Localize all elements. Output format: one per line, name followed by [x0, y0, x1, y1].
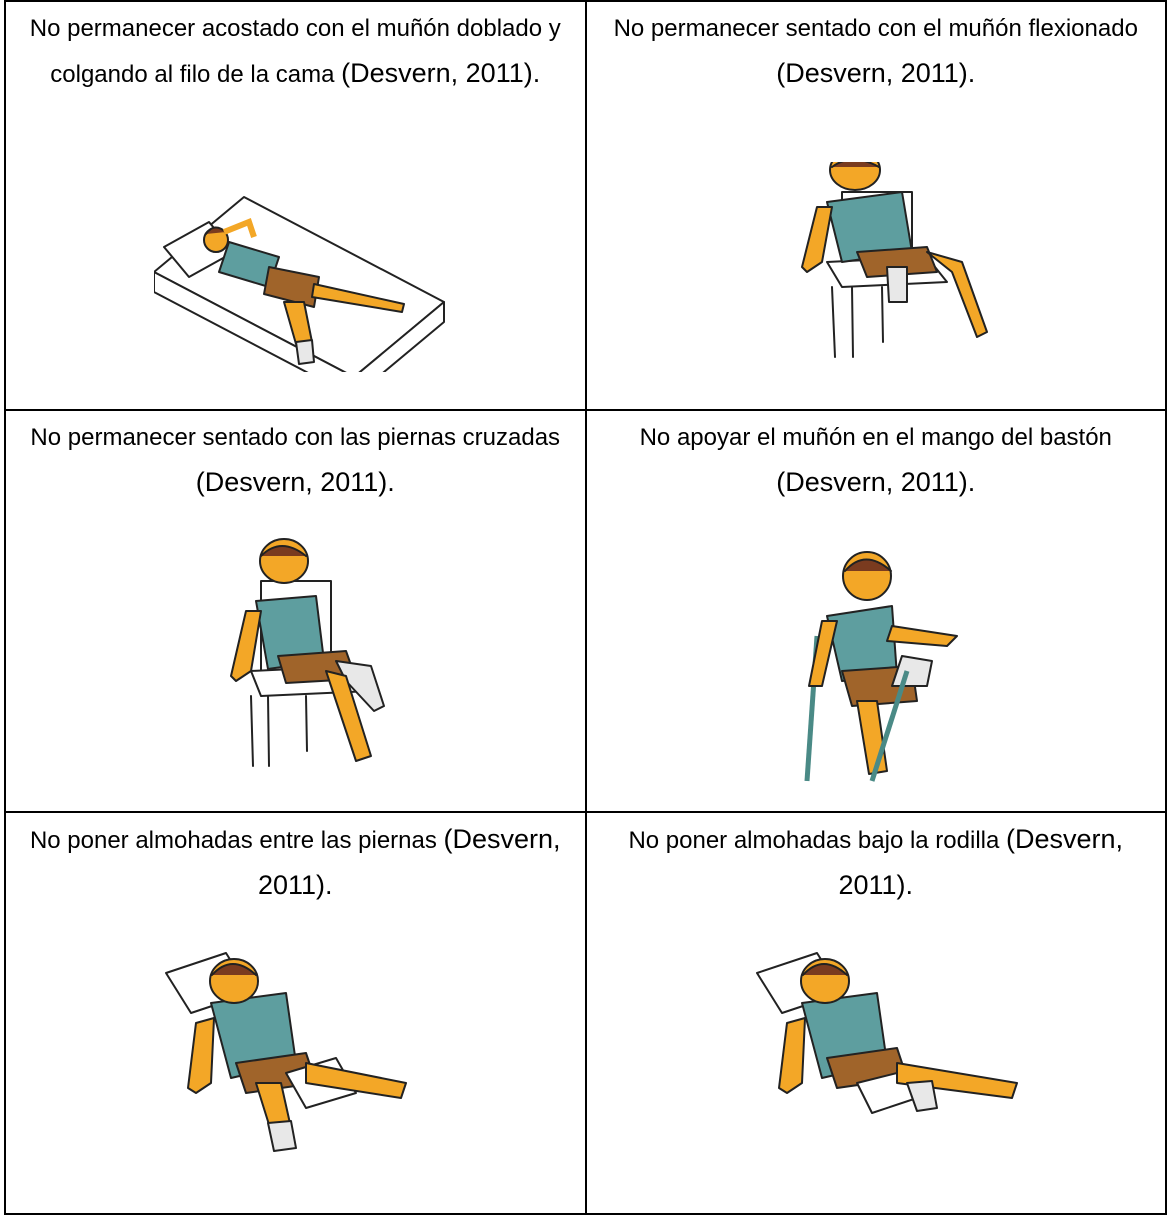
citation: (Desvern, 2011).: [776, 467, 976, 497]
caption-text: No poner almohadas bajo la rodilla: [628, 827, 1000, 854]
caption-text: No permanecer sentado con el muñón flexi…: [613, 15, 1138, 42]
recommendations-table: No permanecer acostado con el muñón dobl…: [4, 0, 1167, 1215]
citation: (Desvern, 2011).: [776, 58, 976, 88]
caption-text: No poner almohadas entre las piernas: [29, 827, 437, 854]
illustration-lying-on-bed: [6, 2, 585, 409]
cell-stump-on-crutch: No apoyar el muñón en el mango del bastó…: [584, 409, 1167, 813]
caption-text: No permanecer sentado con las piernas cr…: [30, 424, 561, 451]
illustration-pillow-under-knee: [587, 813, 1166, 1213]
citation: (Desvern, 2011).: [257, 824, 561, 900]
citation: (Desvern, 2011).: [195, 467, 395, 497]
citation: (Desvern, 2011).: [838, 824, 1124, 900]
illustration-pillow-between-legs: [6, 813, 585, 1213]
cell-sitting-stump-flexed: No permanecer sentado con el muñón flexi…: [584, 0, 1167, 411]
illustration-legs-crossed: [6, 411, 585, 811]
cell-lying-on-bed: No permanecer acostado con el muñón dobl…: [4, 0, 587, 411]
illustration-stump-on-crutch: [587, 411, 1166, 811]
cell-legs-crossed: No permanecer sentado con las piernas cr…: [4, 409, 587, 813]
cell-pillow-under-knee: No poner almohadas bajo la rodilla (Desv…: [584, 811, 1167, 1215]
citation: (Desvern, 2011).: [341, 58, 541, 88]
cell-pillow-between-legs: No poner almohadas entre las piernas (De…: [4, 811, 587, 1215]
illustration-sitting-stump-flexed: [587, 2, 1166, 409]
caption-text: No permanecer acostado con el muñón dobl…: [29, 15, 561, 88]
caption-text: No apoyar el muñón en el mango del bastó…: [639, 424, 1112, 451]
